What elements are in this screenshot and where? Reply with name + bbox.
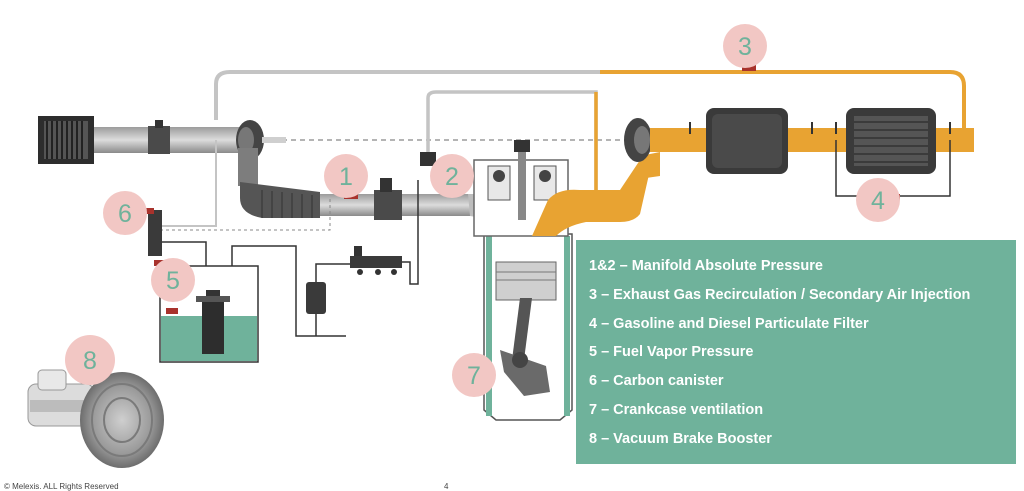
page-number: 4 <box>444 482 449 491</box>
carbon-canister <box>148 210 162 256</box>
fuel-filter <box>306 282 326 314</box>
badge-6-label: 6 <box>118 200 132 228</box>
legend-item-7: 7 – Crankcase ventilation <box>589 402 764 418</box>
canister-line <box>162 241 207 266</box>
legend-item-5: 5 – Fuel Vapor Pressure <box>589 344 754 360</box>
badge-1: 1 <box>324 154 368 198</box>
egr-line-orange <box>600 70 966 130</box>
badge-8: 8 <box>65 335 115 385</box>
turbo-turbine <box>624 118 652 162</box>
engine-block <box>473 140 573 421</box>
copyright-text: © Melexis. ALL Rights Reserved <box>4 482 119 491</box>
fuel-tank <box>159 265 259 363</box>
air-filter <box>38 116 94 164</box>
purge-line <box>160 140 217 227</box>
badge-8-label: 8 <box>83 347 97 375</box>
legend-item-6: 6 – Carbon canister <box>589 373 724 389</box>
badge-4: 4 <box>856 178 900 222</box>
badge-4-label: 4 <box>871 187 885 215</box>
legend-item-3: 3 – Exhaust Gas Recirculation / Secondar… <box>589 287 971 303</box>
legend-item-8: 8 – Vacuum Brake Booster <box>589 431 772 447</box>
turbo-compressor <box>236 120 264 186</box>
badge-5: 5 <box>151 258 195 302</box>
legend-item-1-2: 1&2 – Manifold Absolute Pressure <box>589 258 823 274</box>
fuel-rail <box>350 256 402 268</box>
throttle-body <box>374 190 402 220</box>
legend-item-4: 4 – Gasoline and Diesel Particulate Filt… <box>589 316 869 332</box>
badge-5-label: 5 <box>166 267 180 295</box>
brake-booster <box>27 369 164 468</box>
map-vacuum-line <box>426 90 598 200</box>
mass-airflow-sensor <box>148 126 170 154</box>
badge-3: 3 <box>723 24 767 68</box>
fuel-line <box>231 245 346 337</box>
badge-6: 6 <box>103 191 147 235</box>
badge-1-label: 1 <box>339 163 353 191</box>
badge-7: 7 <box>452 353 496 397</box>
legend-panel: 1&2 – Manifold Absolute Pressure 3 – Exh… <box>576 240 1016 464</box>
badge-7-label: 7 <box>467 362 481 390</box>
badge-2: 2 <box>430 154 474 198</box>
vacuum-line-dashed <box>160 198 331 231</box>
badge-3-label: 3 <box>738 33 752 61</box>
exhaust-manifold <box>532 160 650 236</box>
egr-line-gray <box>214 70 600 120</box>
intercooler <box>240 182 320 218</box>
badge-2-label: 2 <box>445 163 459 191</box>
